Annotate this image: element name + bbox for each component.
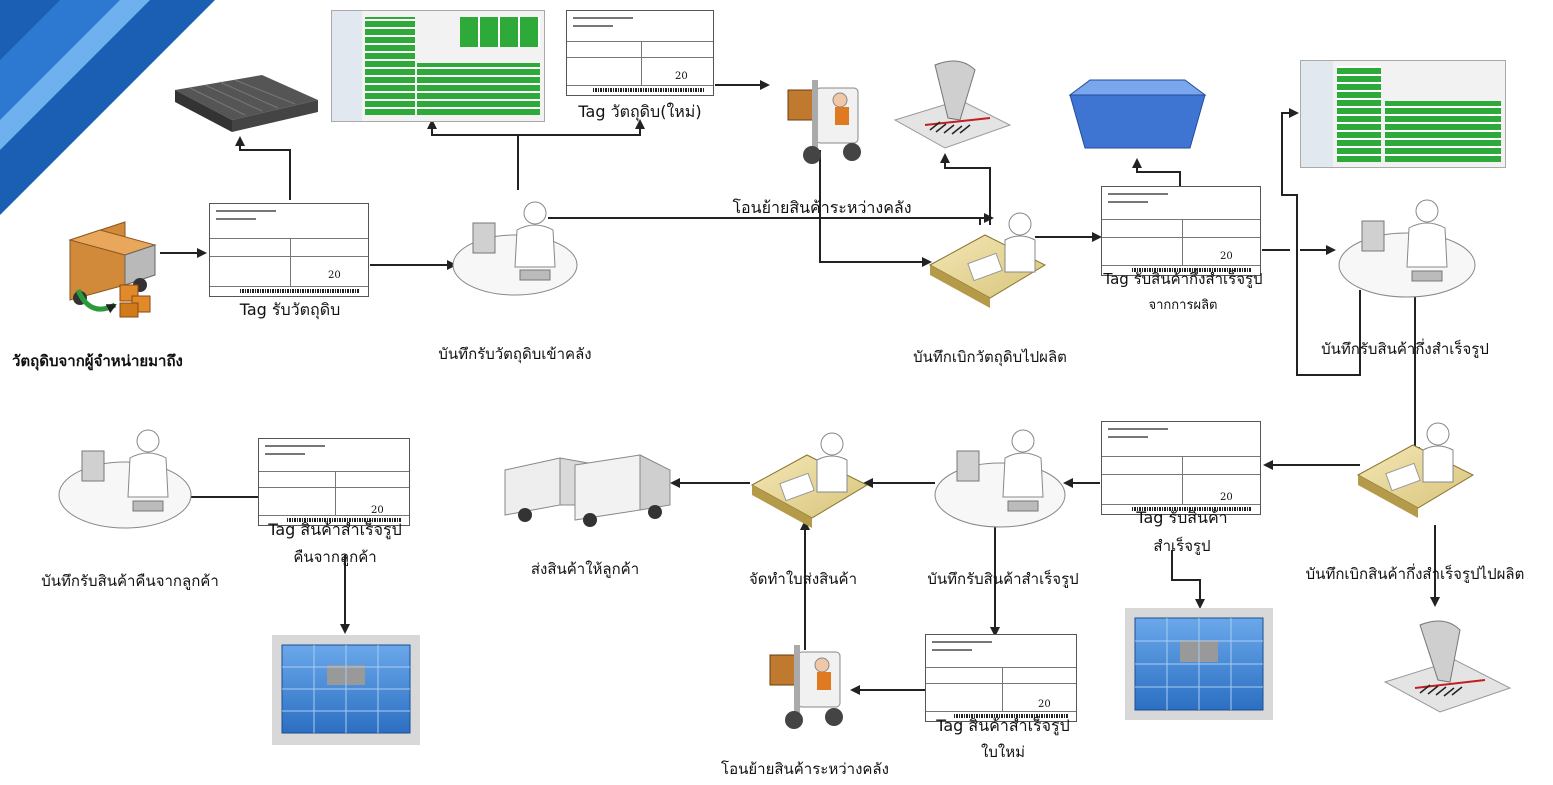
wire-basket-icon-right <box>1125 608 1273 720</box>
grid-screenshot-top <box>331 10 545 122</box>
blue-tray-icon <box>1068 79 1207 149</box>
workstation-icon-receive-raw <box>452 201 578 296</box>
label-tag-receive-fg-line2: สำเร็จรูป <box>1153 537 1211 555</box>
label-record-receive-semi: บันทึกรับสินค้ากึ่งสำเร็จรูป <box>1321 340 1489 358</box>
label-tag-receive-semi-line2: จากการผลิต <box>1148 298 1218 313</box>
forklift-icon-bottom <box>769 645 843 729</box>
desk-icon-issue-semi <box>1356 422 1475 518</box>
label-make-delivery: จัดทำใบส่งสินค้า <box>748 570 858 588</box>
workstation-icon-receive-semi <box>1338 199 1476 298</box>
label-tag-fg-new-line2: ใบใหม่ <box>981 743 1025 761</box>
tag-document-receive-semi: 20 <box>1101 186 1261 276</box>
tag-value: 20 <box>371 505 384 516</box>
label-tag-receive-semi-line1: Tag รับสินค้ากึ่งสำเร็จรูป <box>1103 270 1263 288</box>
label-record-receive-fg: บันทึกรับสินค้าสำเร็จรูป <box>927 570 1079 588</box>
barcode-scanner-icon-top <box>893 60 1012 149</box>
label-tag-return-line2: คืนจากลูกค้า <box>293 548 377 566</box>
tag-document-return: 20 <box>258 438 410 526</box>
tag-value: 20 <box>328 270 341 281</box>
supplier-truck-icon <box>68 221 157 318</box>
pallet-icon <box>175 75 318 132</box>
grid-screenshot-right <box>1300 60 1506 168</box>
desk-icon-issue-raw <box>928 212 1047 308</box>
label-transfer-top: โอนย้ายสินค้าระหว่างคลัง <box>732 198 912 217</box>
tag-value: 20 <box>1220 492 1233 503</box>
label-ship-customer: ส่งสินค้าให้ลูกค้า <box>530 560 640 578</box>
label-supplier: วัตถุดิบจากผู้จำหน่ายมาถึง <box>12 352 183 370</box>
tag-value: 20 <box>675 71 688 82</box>
tag-document-receive-raw: 20 <box>209 203 369 297</box>
desk-icon-delivery <box>750 432 869 528</box>
flow-arrows <box>160 80 1440 695</box>
label-record-return: บันทึกรับสินค้าคืนจากลูกค้า <box>41 572 219 590</box>
label-tag-receive-raw: Tag รับวัตถุดิบ <box>239 300 341 319</box>
tag-document-receive-fg: 20 <box>1101 421 1261 515</box>
wire-basket-icon-left <box>272 635 420 745</box>
label-tag-return-line1: Tag สินค้าสำเร็จรูป <box>268 520 402 539</box>
workstation-icon-receive-fg <box>934 429 1066 528</box>
corner-banner <box>0 0 215 215</box>
tag-document-fg-new: 20 <box>925 634 1077 722</box>
label-record-issue-raw: บันทึกเบิกวัตถุดิบไปผลิต <box>913 348 1067 366</box>
label-tag-receive-fg-line1: Tag รับสินค้า <box>1136 508 1228 527</box>
label-record-receive-raw: บันทึกรับวัตถุดิบเข้าคลัง <box>438 345 592 363</box>
tag-document-raw-new: 20 <box>566 10 714 96</box>
barcode-scanner-icon-bottom <box>1383 620 1512 713</box>
label-tag-fg-new-line1: Tag สินค้าสำเร็จรูป <box>936 716 1070 735</box>
tag-value: 20 <box>1220 251 1233 262</box>
label-transfer-bottom: โอนย้ายสินค้าระหว่างคลัง <box>721 760 889 778</box>
delivery-trucks-icon <box>504 454 671 527</box>
label-tag-raw-new: Tag วัตถุดิบ(ใหม่) <box>578 102 702 121</box>
tag-value: 20 <box>1038 699 1051 710</box>
forklift-icon-top <box>787 80 861 164</box>
workstation-icon-return <box>58 429 192 529</box>
label-record-issue-semi: บันทึกเบิกสินค้ากึ่งสำเร็จรูปไปผลิต <box>1305 565 1525 583</box>
